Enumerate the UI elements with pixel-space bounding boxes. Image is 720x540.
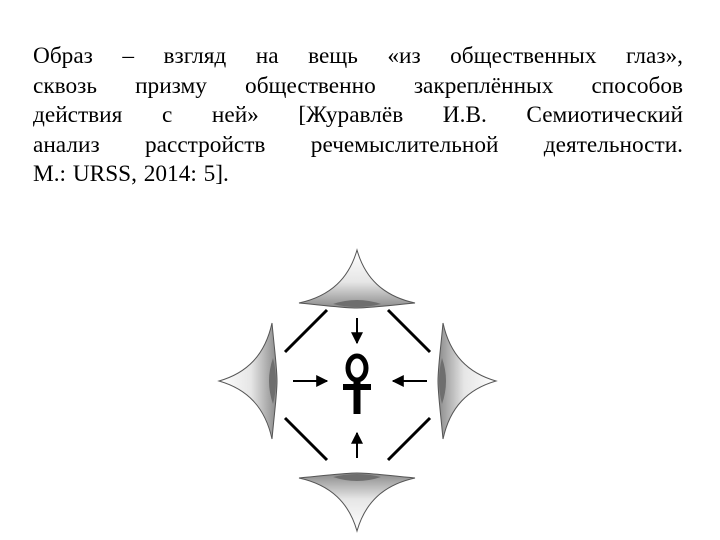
edge-bottom-right: [386, 416, 432, 462]
bottom-eye-shape: [298, 472, 416, 533]
quote-line-3: действия с ней» [Журавлёв И.В. Семиотиче…: [33, 102, 683, 128]
edge-top-right: [386, 308, 432, 354]
edge-bottom-left: [283, 416, 329, 462]
top-eye-shape: [298, 248, 416, 309]
right-eye-shape: [437, 322, 498, 440]
quote-line-1: Образ – взгляд на вещь «из общественных …: [33, 43, 683, 69]
left-eye-shape: [217, 322, 278, 440]
edge-top-left: [283, 308, 329, 354]
diamond-edges: [283, 308, 432, 462]
quote-line-2: сквозь призму общественно закреплённых с…: [33, 72, 683, 99]
perspective-diagram: [217, 248, 498, 533]
ankh-icon: [343, 353, 371, 414]
citation-quote: Образ – взгляд на вещь «из общественных …: [33, 42, 683, 190]
quote-line-5: М.: URSS, 2014: 5].: [33, 161, 229, 187]
quote-line-4: анализ расстройств речемыслительной деят…: [33, 131, 683, 158]
